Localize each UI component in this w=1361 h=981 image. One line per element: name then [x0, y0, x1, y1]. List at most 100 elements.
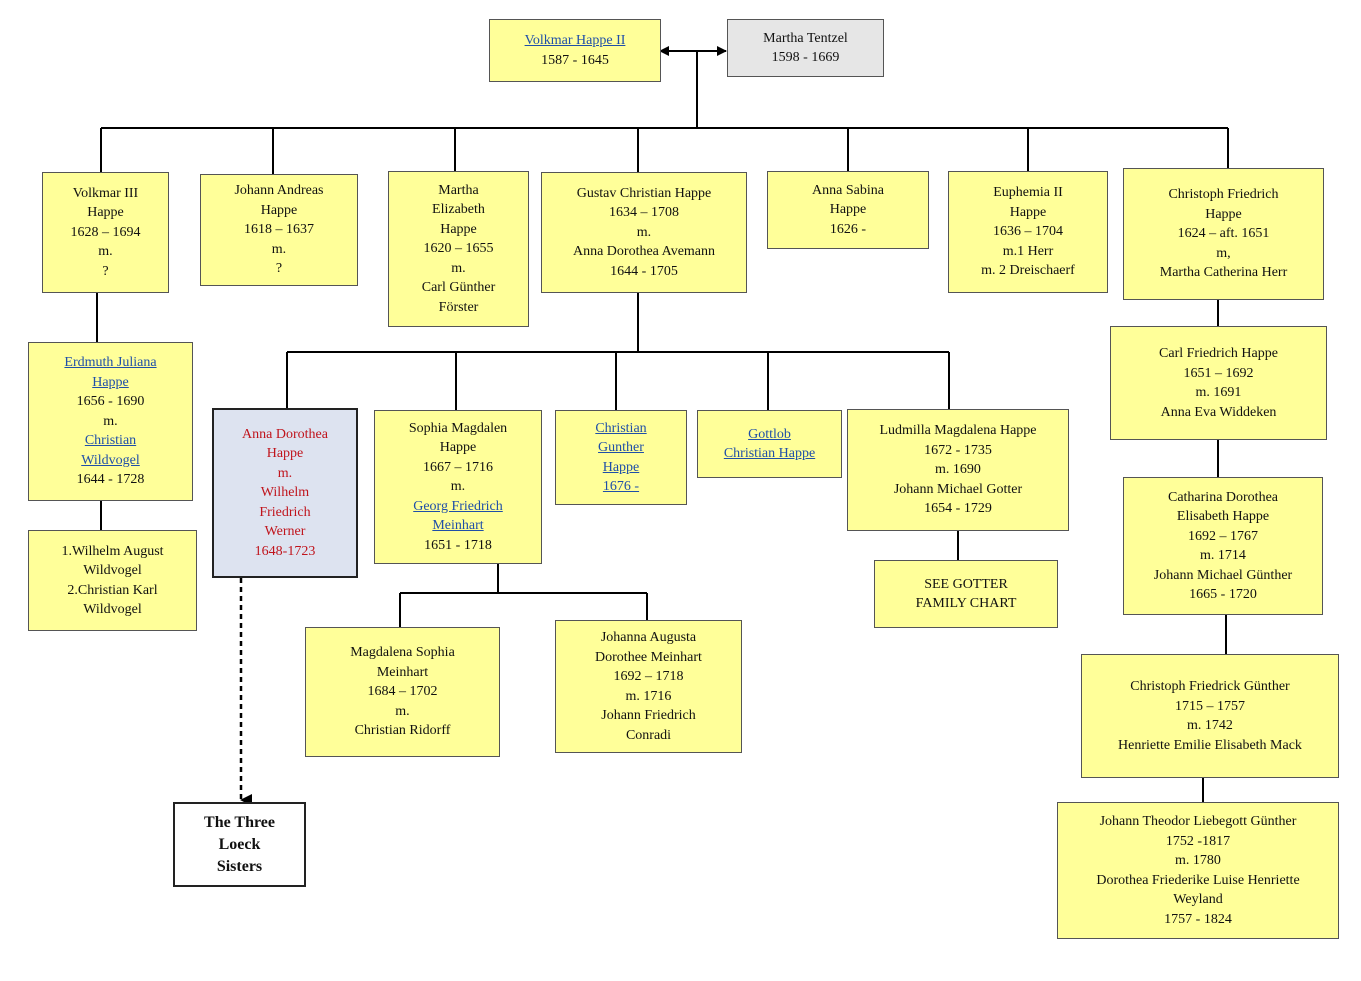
box-line: Happe [440, 221, 477, 237]
box-line: Johann Friedrich [601, 708, 696, 723]
box-line: m. [271, 241, 287, 257]
person-link[interactable]: Happe [602, 459, 640, 475]
box-line: Happe [1205, 206, 1242, 222]
box-line: Martha Tentzel [763, 30, 848, 46]
box-line: Förster [438, 299, 479, 315]
box-line: m. 1690 [935, 462, 981, 478]
box-line: SEE GOTTER [924, 576, 1008, 592]
box-line: m. 1780 [1175, 853, 1221, 868]
box-line: m. [450, 479, 466, 495]
box-line: m. 1716 [625, 688, 672, 704]
box-line: 1644 - 1728 [76, 472, 145, 488]
box-line: Elisabeth Happe [1176, 509, 1270, 524]
box-line: FAMILY CHART [915, 596, 1017, 611]
person-link[interactable]: Christian Happe [723, 446, 816, 461]
box-line: Anna Dorothea [242, 426, 328, 442]
box-line: 1672 - 1735 [924, 442, 992, 458]
box-line: Martha Catherina Herr [1159, 265, 1288, 281]
box-line: ? [275, 261, 283, 277]
box-line: Wildvogel [83, 563, 142, 578]
person-link[interactable]: Happe [92, 374, 129, 390]
person-link[interactable]: Gunther [598, 440, 644, 455]
box-line: Sisters [216, 857, 263, 875]
box-line: 1648-1723 [254, 543, 316, 559]
box-line: 1752 -1817 [1165, 833, 1231, 849]
person-link[interactable]: Gottlob [748, 426, 791, 442]
box-line: Henriette Emilie Elisabeth Mack [1118, 737, 1302, 753]
box-line: 1692 – 1767 [1187, 528, 1258, 544]
box-line: Volkmar III [72, 185, 139, 201]
person-link[interactable]: Wildvogel [81, 452, 140, 468]
box-line: 1665 - 1720 [1189, 587, 1257, 602]
box-line: m.1 Herr [1002, 243, 1054, 259]
box-line: Happe [260, 202, 298, 218]
box-line: 1628 – 1694 [70, 224, 141, 240]
person-link[interactable]: Christian [595, 420, 647, 436]
box-line: m. 1691 [1195, 385, 1242, 400]
box-line: m. 2 Dreischaerf [981, 263, 1075, 279]
box-line: 1715 – 1757 [1174, 698, 1245, 714]
box-line: 1634 – 1708 [609, 205, 679, 221]
box-line: Loeck [218, 835, 261, 853]
person-link[interactable]: Christian [84, 433, 137, 449]
box-line: 1620 – 1655 [423, 241, 494, 257]
box-line: Christian Ridorff [354, 723, 451, 739]
person-link[interactable]: Volkmar Happe II [524, 33, 626, 48]
person-martha-tentzel: Martha Tentzel 1598 - 1669 [727, 19, 884, 77]
box-text: Martha Tentzel 1598 - 1669 [763, 29, 848, 68]
box-line: m. [277, 465, 293, 481]
person-link[interactable]: 1676 - [602, 479, 640, 494]
box-line: Elizabeth [432, 202, 485, 218]
box-line: Johann Andreas [234, 183, 324, 199]
box-line: m. [98, 244, 113, 260]
box-line: Happe [87, 205, 124, 221]
person-link[interactable]: Erdmuth Juliana [64, 355, 157, 371]
box-line: 1624 – aft. 1651 [1177, 226, 1270, 242]
box-line: Christoph Friedrick Günther [1130, 679, 1290, 694]
person-link[interactable]: Georg Friedrich [413, 498, 503, 514]
box-line: 1636 – 1704 [993, 224, 1063, 240]
box-line: Martha [438, 182, 479, 198]
box-line: Sophia Magdalen [408, 420, 508, 436]
box-line: 1598 - 1669 [771, 50, 840, 65]
box-line: Anna Sabina [812, 182, 884, 198]
box-line: 1644 - 1705 [610, 263, 678, 279]
person-link[interactable]: Meinhart [432, 518, 484, 534]
box-line: Friedrich [259, 504, 311, 520]
box-line: 1626 - [829, 221, 867, 237]
box-line: Meinhart [376, 664, 429, 680]
box-line: 1692 – 1718 [613, 669, 684, 684]
box-line: m. [103, 413, 118, 429]
